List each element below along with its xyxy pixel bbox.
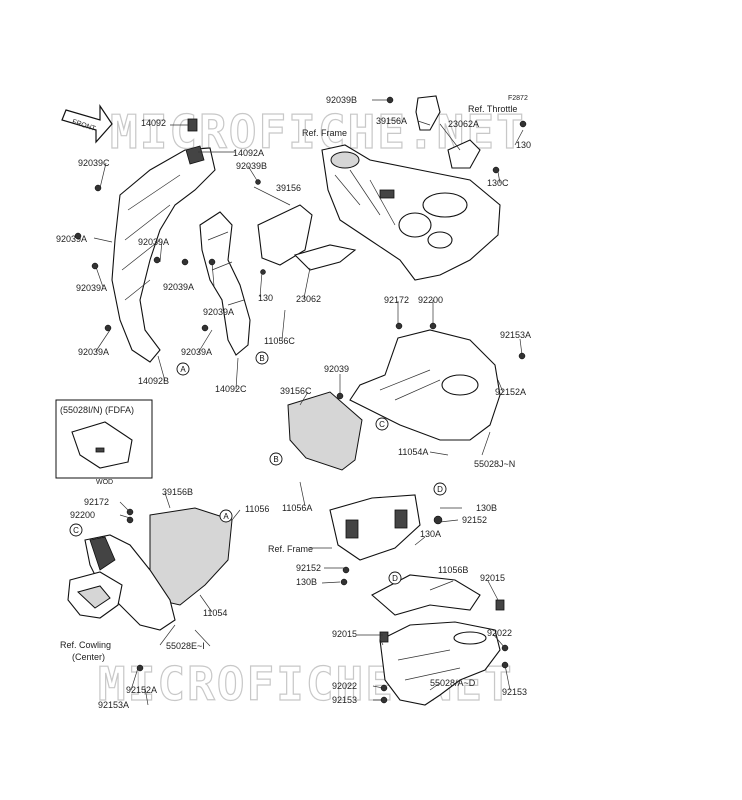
label-130-1: 130 <box>258 293 273 303</box>
label-92153-1: 92153 <box>332 695 357 705</box>
label-92172-1: 92172 <box>384 295 409 305</box>
label-130C: 130C <box>487 178 509 188</box>
reference-labels: Ref. Frame Ref. Throttle Ref. Frame Ref.… <box>60 104 517 662</box>
label-92152-1: 92152 <box>462 515 487 525</box>
label-23062: 23062 <box>296 294 321 304</box>
label-92152A-1: 92152A <box>495 387 526 397</box>
label-92039A-2: 92039A <box>138 237 169 247</box>
cowl-plate-39156C <box>287 391 363 471</box>
inset-caption: WOD <box>96 479 113 486</box>
label-14092A: 14092A <box>233 148 264 158</box>
svg-text:C: C <box>73 526 79 535</box>
label-39156B: 39156B <box>162 487 193 497</box>
label-55028E-I: 55028E~I <box>166 641 205 651</box>
svg-text:C: C <box>379 420 385 429</box>
label-92039B-2: 92039B <box>326 95 357 105</box>
inset-box: (55028I/N) (FDFA) WOD <box>55 399 153 486</box>
right-lower-cowl <box>379 599 505 706</box>
label-14092C: 14092C <box>215 384 247 394</box>
ref-cowling-center: (Center) <box>72 652 105 662</box>
lower-bracket-assembly <box>329 494 443 574</box>
ref-cowling: Ref. Cowling <box>60 640 111 650</box>
label-11056C: 11056C <box>264 336 295 346</box>
label-55028J-N: 55028J~N <box>474 459 515 469</box>
label-92152-2: 92152 <box>296 563 321 573</box>
label-92022-2: 92022 <box>332 681 357 691</box>
lower-stay-11056B <box>371 574 481 616</box>
label-14092: 14092 <box>141 118 166 128</box>
label-14092B: 14092B <box>138 376 169 386</box>
label-92153A-2: 92153A <box>98 700 129 710</box>
svg-text:D: D <box>392 574 398 583</box>
callout-b-2: B <box>269 452 283 466</box>
callout-d-2: D <box>388 571 402 585</box>
frame-tank-assembly <box>321 144 501 281</box>
label-92039A-4: 92039A <box>163 282 194 292</box>
label-11054A: 11054A <box>398 447 428 457</box>
label-92153A-1: 92153A <box>500 330 531 340</box>
ref-throttle: Ref. Throttle <box>468 104 517 114</box>
label-11056B: 11056B <box>438 565 468 575</box>
callout-c-1: C <box>375 417 389 431</box>
left-air-duct-assembly <box>111 145 216 363</box>
label-92039C: 92039C <box>78 158 110 168</box>
inset-title: (55028I/N) (FDFA) <box>60 405 134 415</box>
label-92200-2: 92200 <box>70 510 95 520</box>
middle-inner-cowl <box>349 329 501 441</box>
svg-text:A: A <box>180 365 186 374</box>
label-92039A-3: 92039A <box>76 283 107 293</box>
label-92022-1: 92022 <box>487 628 512 638</box>
label-130-2: 130 <box>516 140 531 150</box>
label-92039B-1: 92039B <box>236 161 267 171</box>
label-130A: 130A <box>420 529 441 539</box>
part-labels: 14092 14092A 92039C 92039A 92039A 92039A… <box>56 95 531 710</box>
svg-text:A: A <box>223 512 229 521</box>
label-130B-1: 130B <box>476 503 497 513</box>
label-92039: 92039 <box>324 364 349 374</box>
figure-code: F2872 <box>508 95 528 102</box>
label-92039A-6: 92039A <box>78 347 109 357</box>
callout-d-1: D <box>433 482 447 496</box>
label-130B-2: 130B <box>296 577 317 587</box>
center-cowling-reference <box>67 571 123 619</box>
label-92039A-5: 92039A <box>203 307 234 317</box>
label-11054: 11054 <box>203 608 227 618</box>
ref-frame-top: Ref. Frame <box>302 128 347 138</box>
label-55028-A-D: 55028/A~D <box>430 678 476 688</box>
callout-a-2: A <box>219 509 233 523</box>
label-11056A: 11056A <box>282 503 312 513</box>
callout-c-2: C <box>69 523 83 537</box>
label-92015-2: 92015 <box>332 629 357 639</box>
label-11056: 11056 <box>245 504 269 514</box>
front-direction-arrow: FRONT <box>61 104 113 144</box>
label-92172-2: 92172 <box>84 497 109 507</box>
label-92152A-2: 92152A <box>126 685 157 695</box>
label-23062A: 23062A <box>448 119 479 129</box>
label-39156: 39156 <box>276 183 301 193</box>
right-air-duct-assembly <box>199 211 251 356</box>
callout-a-1: A <box>176 362 190 376</box>
label-39156C: 39156C <box>280 386 312 396</box>
throttle-bracket <box>386 95 527 174</box>
label-92153-2: 92153 <box>502 687 527 697</box>
label-39156A: 39156A <box>376 116 407 126</box>
label-92200-1: 92200 <box>418 295 443 305</box>
meter-bracket-group <box>255 179 357 275</box>
label-92015-1: 92015 <box>480 573 505 583</box>
label-92039A-1: 92039A <box>56 234 87 244</box>
callout-b-1: B <box>255 351 269 365</box>
svg-text:B: B <box>273 455 278 464</box>
clip-14092 <box>187 118 198 132</box>
svg-text:D: D <box>437 485 443 494</box>
fasteners <box>74 184 526 704</box>
label-92039A-7: 92039A <box>181 347 212 357</box>
leader-lines <box>93 99 524 706</box>
svg-text:B: B <box>259 354 264 363</box>
ref-frame-bottom: Ref. Frame <box>268 544 313 554</box>
